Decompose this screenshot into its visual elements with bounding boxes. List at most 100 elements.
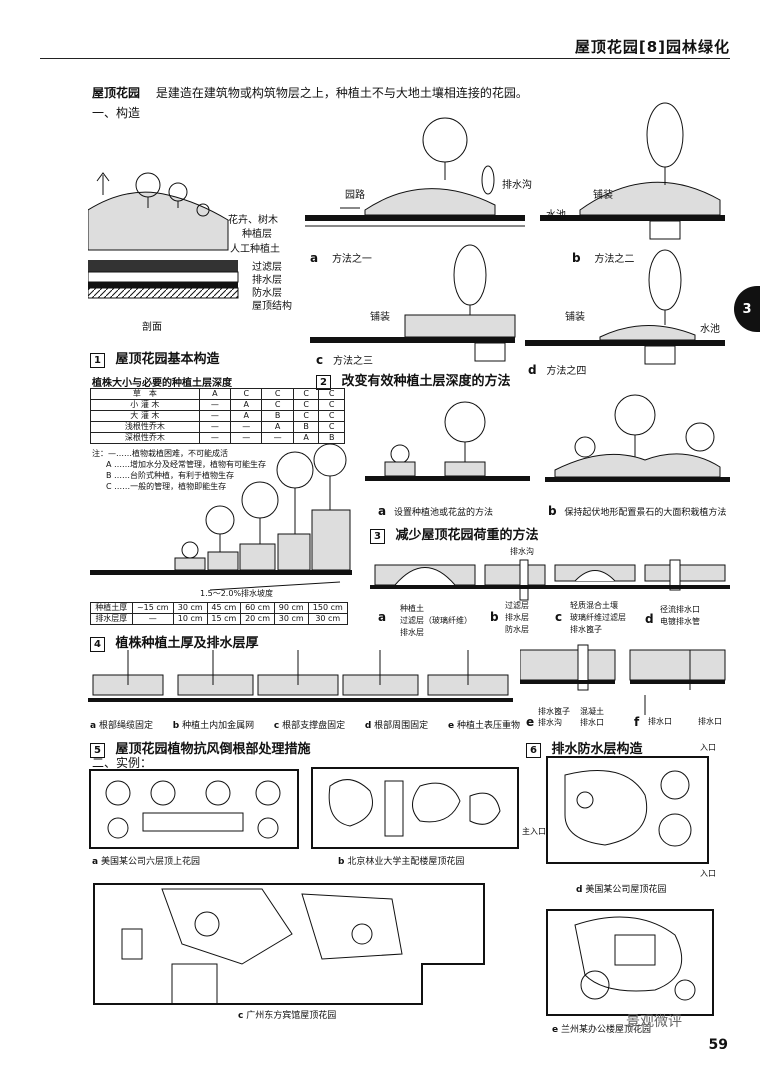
- sec3-c-light-soil: 轻质混合土壤: [570, 601, 618, 610]
- root-anchoring-drawings: [88, 650, 513, 702]
- section-6-heading: 6 排水防水层构造: [526, 738, 643, 758]
- sec6-e-drain-ditch: 排水沟: [538, 718, 562, 727]
- example-c-plan: [93, 883, 485, 1005]
- label-paving-2: 铺装: [370, 312, 390, 323]
- soil-cell: 90 cm: [273, 602, 309, 614]
- sec4-cap-d: d 根部周围固定: [364, 721, 429, 731]
- section-3-number: 3: [370, 529, 385, 544]
- sec3-c-letter: c: [555, 610, 563, 624]
- depth-cell: C: [318, 388, 345, 400]
- section-4-number: 4: [90, 637, 105, 652]
- sec3-b-filter: 过滤层: [505, 601, 529, 610]
- depth-cell: B: [261, 410, 294, 422]
- drain-label: 排水层厚: [90, 613, 133, 625]
- sec2-b-drawing: [545, 394, 730, 482]
- section-1-heading: 1 屋顶花园基本构造: [90, 348, 220, 368]
- example-b-plan: [311, 767, 519, 849]
- section-profile-drawing: [88, 172, 239, 299]
- drain-cell: 30 cm: [273, 613, 309, 625]
- sec6-f-hole-1: 排水口: [648, 717, 672, 726]
- method-b-drawing: [540, 102, 725, 240]
- depth-cell: C: [318, 399, 345, 411]
- label-pool-2: 水池: [700, 324, 720, 335]
- stepped-planting-drawing: [90, 443, 352, 591]
- sec3-c-drain-box: 排水篦子: [570, 625, 602, 634]
- intro-term: 屋顶花园: [92, 86, 141, 100]
- sec3-a-drain: 排水层: [400, 628, 424, 637]
- section-3-title: 减少屋顶花园荷重的方法: [395, 528, 539, 543]
- depth-cell: C: [318, 421, 345, 433]
- depth-cell: C: [292, 388, 320, 400]
- sec4-cap-a: a 根部绳缆固定: [90, 721, 153, 731]
- depth-cell: —: [198, 410, 232, 422]
- sec6-e-letter: e: [526, 715, 535, 729]
- sec6-e-drain-box: 排水篦子: [538, 707, 570, 716]
- example-a-plan: [89, 769, 299, 849]
- example-b-caption: b 北京林业大学主配楼屋顶花园: [338, 857, 465, 867]
- section-1-number: 1: [90, 353, 105, 368]
- section-4-title: 植株种植土厚及排水层厚: [115, 636, 259, 651]
- label-section: 剖面: [142, 322, 162, 333]
- section-6-number: 6: [526, 743, 541, 758]
- method-a-caption: a 方法之一: [310, 251, 372, 265]
- depth-cell: —: [198, 421, 232, 433]
- example-d-entrance-main: 主入口: [522, 827, 546, 836]
- sec6-e-concrete: 混凝土: [580, 707, 604, 716]
- running-header: 屋顶花园[8]园林绿化: [574, 38, 730, 56]
- soil-cell: 30 cm: [172, 602, 208, 614]
- part1-heading: 一、构造: [92, 106, 141, 120]
- depth-cell: C: [292, 399, 320, 411]
- example-c-caption: c 广州东方宾馆屋顶花园: [238, 1011, 337, 1021]
- section-1-title: 屋顶花园基本构造: [115, 352, 220, 367]
- depth-row-label: 草 本: [90, 388, 200, 400]
- depth-row-label: 深根性乔木: [90, 432, 200, 444]
- depth-cell: C: [318, 410, 345, 422]
- depth-cell: A: [230, 410, 263, 422]
- sec3-b-drain: 排水层: [505, 613, 529, 622]
- section-6-title: 排水防水层构造: [551, 742, 643, 757]
- label-plant-layer: 种植层: [242, 229, 272, 240]
- sec3-d-letter: d: [645, 612, 654, 626]
- example-e-caption: e 兰州某办公楼屋顶花园: [552, 1025, 651, 1035]
- label-filter: 过滤层: [252, 262, 282, 273]
- depth-row-label: 浅根性乔木: [90, 421, 200, 433]
- chapter-tab: 3: [734, 286, 760, 332]
- example-d-caption: d 美国某公司屋顶花园: [576, 885, 667, 895]
- sec3-d-drain-hole: 径流排水口: [660, 605, 700, 614]
- depth-cell: C: [230, 388, 263, 400]
- soil-cell: 45 cm: [206, 602, 242, 614]
- example-e-plan: [546, 909, 714, 1016]
- depth-cell: A: [198, 388, 232, 400]
- sec6-drawings: [520, 644, 726, 715]
- watermark: 景观微评: [626, 1014, 682, 1030]
- sec2-a-drawing: [365, 401, 530, 481]
- method-b-caption: b 方法之二: [572, 251, 635, 265]
- drain-cell: 20 cm: [240, 613, 275, 625]
- depth-cell: —: [198, 399, 232, 411]
- section-5-title: 屋顶花园植物抗风倒根部处理措施: [115, 742, 311, 757]
- depth-cell: A: [230, 399, 263, 411]
- label-flowers: 花卉、树木: [228, 215, 278, 226]
- note-1: A ……增加水分及经常管理，植物有可能生存: [106, 460, 267, 469]
- page-number: 59: [708, 1037, 728, 1053]
- drain-cell: 10 cm: [172, 613, 208, 625]
- sec3-drain-ditch: 排水沟: [510, 547, 534, 556]
- sec3-c-glass-filter: 玻璃纤维过滤层: [570, 613, 626, 622]
- sec3-a-letter: a: [378, 610, 387, 624]
- soil-cell: 150 cm: [307, 602, 349, 614]
- section-4-heading: 4 植株种植土厚及排水层厚: [90, 632, 259, 652]
- drain-cell: 30 cm: [307, 613, 349, 625]
- section-5-heading: 5 屋顶花园植物抗风倒根部处理措施: [90, 738, 311, 758]
- sec3-drawings: [370, 559, 730, 601]
- label-pool: 水池: [546, 210, 566, 221]
- header-rule: [40, 58, 730, 59]
- depth-cell: C: [261, 388, 294, 400]
- section-2-title: 改变有效种植土层深度的方法: [341, 374, 511, 389]
- section-5-number: 5: [90, 743, 105, 758]
- sec4-cap-c: c 根部支撑盘固定: [273, 721, 346, 731]
